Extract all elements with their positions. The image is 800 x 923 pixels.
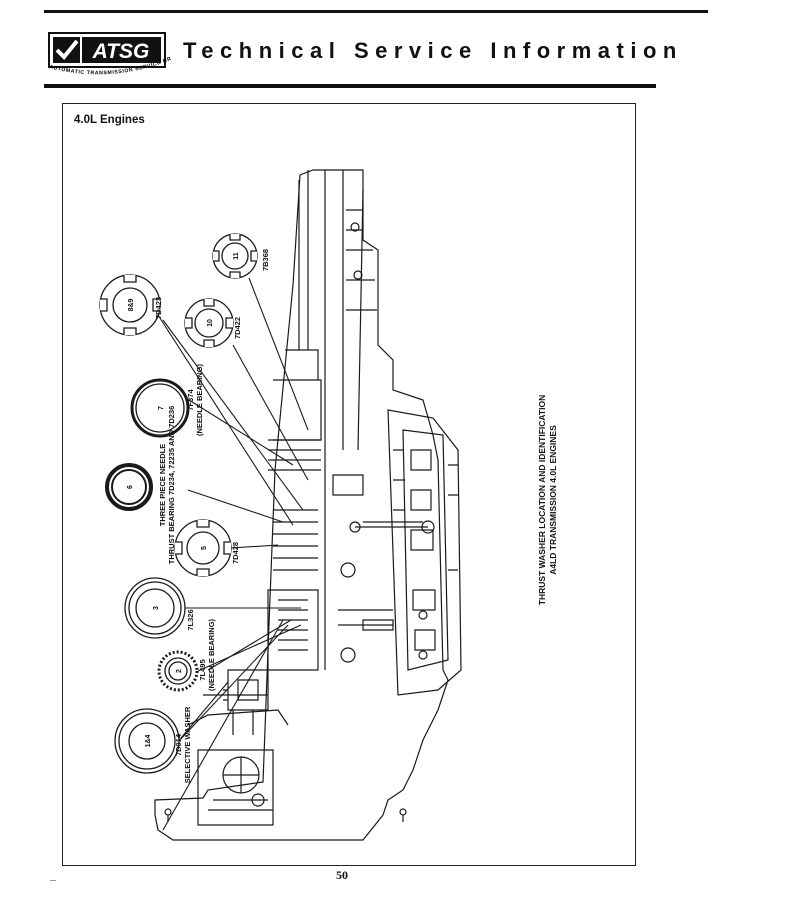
- note-label-7l495: (NEEDLE BEARING): [207, 618, 216, 691]
- figure-caption: THRUST WASHER LOCATION AND IDENTIFICATIO…: [537, 395, 559, 605]
- note-label-three-piece: THRUST BEARING 7D234, 72235 AND 7D236: [167, 406, 176, 565]
- note-label-7f374: (NEEDLE BEARING): [195, 363, 204, 436]
- washer-number-3: 3: [153, 606, 160, 610]
- washer-11: [212, 233, 258, 279]
- washer-number-8-9: 8&9: [128, 298, 135, 311]
- part-label-three-piece: THREE PIECE NEEDLE: [158, 444, 167, 527]
- logo-text: ATSG: [92, 40, 150, 63]
- part-labels: 7B368 7D423 7D422 7F374 (NEEDLE BEARING)…: [154, 249, 270, 783]
- washer-number-5: 5: [201, 546, 208, 550]
- atsg-logo: ATSG: [48, 32, 166, 68]
- washer-1-4: [114, 708, 180, 774]
- washer-number-10: 10: [207, 319, 214, 327]
- header-rule: [44, 84, 656, 88]
- washer-number-6: 6: [127, 485, 134, 489]
- washer-numbers: 11 8&9 10 7 6 5 3 2 1&4: [127, 252, 240, 747]
- washer-10: [184, 298, 234, 348]
- caption-line-2: A4LD TRANSMISSION 4.0L ENGINES: [548, 425, 558, 575]
- part-label-7d428: 7D428: [231, 542, 240, 564]
- section-label: 4.0L Engines: [74, 114, 145, 126]
- washer-number-1-4: 1&4: [145, 734, 152, 747]
- washer-callouts: [99, 233, 258, 774]
- page-number: 50: [336, 868, 348, 882]
- washer-7: [130, 378, 190, 438]
- part-label-7f374: 7F374: [186, 389, 195, 411]
- washer-number-2: 2: [176, 669, 183, 673]
- leader-lines: [157, 277, 309, 831]
- scan-mark: [50, 880, 56, 881]
- top-rule: [44, 10, 708, 13]
- transmission-diagram: 11 8&9 10 7 6 5 3 2 1&4 7B368 7D423 7D42…: [99, 169, 462, 841]
- washer-6: [105, 463, 153, 511]
- logo-arc-text: AUTOMATIC TRANSMISSION SERVICE GROUP: [45, 50, 173, 76]
- part-label-7d423: 7D423: [154, 297, 163, 319]
- part-label-7b368: 7B368: [261, 249, 270, 271]
- logo-subtext: AUTOMATIC TRANSMISSION SERVICE GROUP: [45, 50, 172, 76]
- part-label-7d422: 7D422: [233, 317, 242, 339]
- svg-text:AUTOMATIC TRANSMISSION SERVICE: AUTOMATIC TRANSMISSION SERVICE GROUP: [45, 50, 173, 76]
- washer-8-9: [99, 274, 161, 336]
- part-label-7d014: 7D014: [174, 733, 183, 756]
- note-label-7d014: SELECTIVE WASHER: [183, 706, 192, 783]
- part-label-7l495: 7L495: [198, 659, 207, 680]
- transmission-drawing: [154, 169, 462, 841]
- caption-line-1: THRUST WASHER LOCATION AND IDENTIFICATIO…: [537, 394, 547, 606]
- washer-5: [174, 519, 232, 577]
- figure-frame: [62, 103, 636, 866]
- washer-number-11: 11: [233, 252, 240, 260]
- washer-2: [157, 650, 199, 692]
- part-label-7l326: 7L326: [186, 609, 195, 630]
- washer-number-7: 7: [158, 406, 165, 410]
- page-title: Technical Service Information: [183, 38, 683, 63]
